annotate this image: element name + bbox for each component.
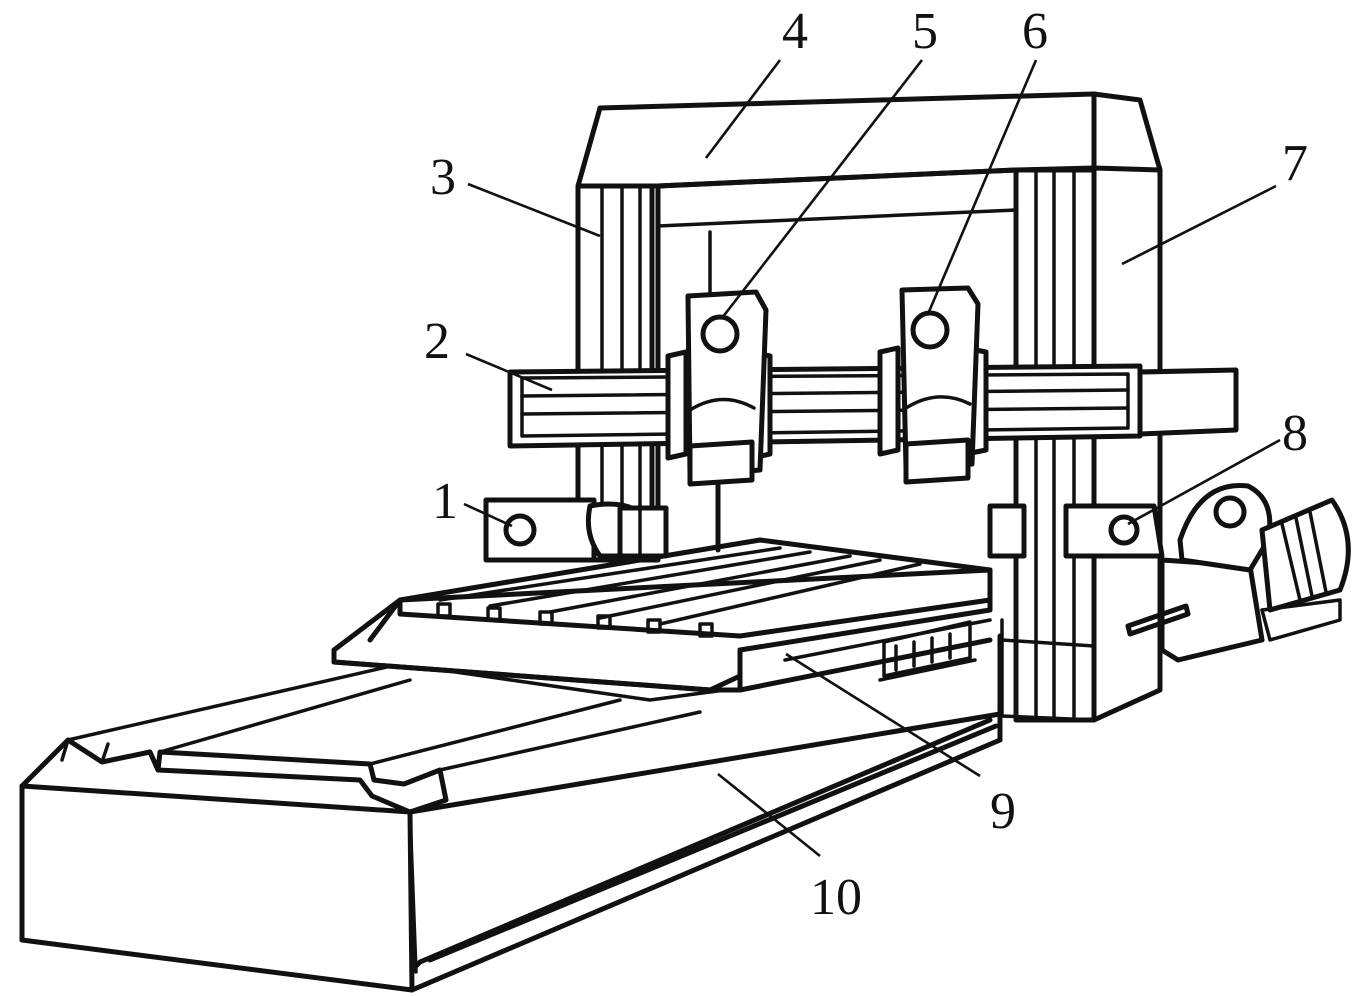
- drive-motor: [1125, 482, 1351, 663]
- label-4: 4: [782, 3, 808, 60]
- right-tool-head: [877, 285, 989, 485]
- label-5: 5: [912, 3, 938, 60]
- left-side-head: [483, 497, 669, 563]
- left-tool-head: [665, 289, 773, 553]
- label-8: 8: [1282, 405, 1308, 462]
- crossrail: [507, 363, 1239, 449]
- top-beam: [575, 91, 1163, 302]
- label-6: 6: [1022, 3, 1048, 60]
- label-2: 2: [424, 313, 450, 370]
- label-10: 10: [810, 869, 862, 926]
- label-7: 7: [1282, 135, 1308, 192]
- right-side-head: [987, 503, 1165, 559]
- label-9: 9: [990, 783, 1016, 840]
- worktable: [331, 537, 993, 693]
- label-3: 3: [430, 149, 456, 206]
- leader-lines: [463, 59, 1281, 858]
- part-labels: 1 2 3 4 5 6 7 8 9 10: [424, 3, 1308, 926]
- label-1: 1: [432, 473, 458, 530]
- bed: [19, 633, 1003, 993]
